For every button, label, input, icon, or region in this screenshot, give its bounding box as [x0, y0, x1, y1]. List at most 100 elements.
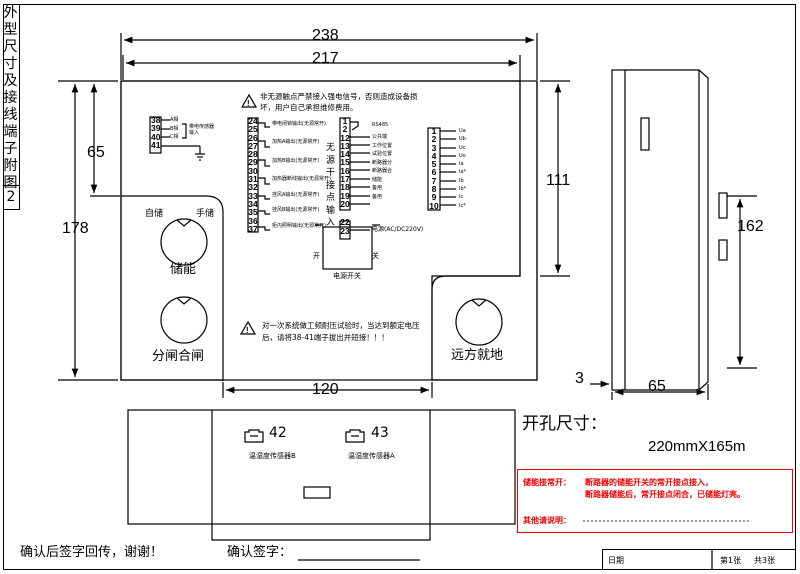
switch-close-label: 关: [372, 252, 379, 260]
warning-bottom-text: 对一次系统做工频耐压试验时，当达到额定电压后，请将38-41端子拔出并短接！！！: [262, 321, 420, 342]
side-title-10: 图: [3, 175, 18, 191]
terminal-label: 公共端: [372, 134, 388, 140]
terminal-label: 加热器断线输出(无源常开): [272, 176, 331, 182]
dim-bottom-width: 120: [312, 381, 339, 398]
terminal-number: 4: [431, 150, 437, 161]
terminal-number: 36: [248, 215, 258, 226]
terminal-label: Ia*: [459, 169, 467, 176]
terminal-number: 27: [248, 140, 258, 151]
terminal-number: 17: [340, 174, 350, 185]
terminal-label: Uo: [459, 152, 466, 159]
drawing-frame: [3, 4, 796, 570]
terminal-number: 28: [248, 149, 258, 160]
terminal-label: Ic: [459, 194, 464, 201]
svg-text:!: !: [246, 326, 249, 335]
terminal-label: 挂风A输出(无源常开): [272, 192, 320, 198]
sensor-b-number: 42: [269, 425, 287, 441]
terminal-label: 加热A输出(无源常开): [272, 139, 320, 145]
note-box: 储能接常开： 断路器的储能开关的常开接点接入， 断路器储能后，常开接点闭合，已储…: [517, 469, 793, 533]
terminal-label: Ub: [459, 136, 466, 143]
col1-label-list: 带电闭锁输出(无源常开) 加热A输出(无源常开) 加热B输出(无源常开) 加热器…: [272, 121, 332, 239]
knob-auto-label: 自储: [145, 209, 164, 219]
power-switch-label: 电源开关: [333, 272, 361, 280]
col3-label-list: Ua Ub Uc Uo Ia Ia* Ib Ib* Ic Ic*: [459, 128, 479, 211]
signature-label: 确认签字：: [227, 545, 293, 560]
terminal-number: 16: [340, 165, 350, 176]
dim-inner-width: 217: [312, 50, 339, 67]
knob-open-close-label: 分闸合闸: [152, 349, 205, 364]
sheet-number: 第1张: [720, 556, 742, 565]
terminal-number: 5: [431, 159, 437, 170]
side-title-5: 接: [3, 90, 18, 106]
terminal-number: 24: [248, 116, 258, 126]
dim-left-upper: 65: [87, 144, 105, 161]
left-terminal: 41: [151, 139, 161, 150]
dim-left-height: 178: [62, 220, 89, 237]
dim-side-thickness: 3: [575, 370, 584, 387]
left-terminal: 40: [151, 131, 161, 142]
terminal-number: 23: [340, 225, 350, 236]
terminal-label: 柜内照明输出(无源常开): [272, 223, 326, 229]
terminal-label: Ic*: [459, 202, 466, 209]
side-title-6: 线: [3, 107, 18, 123]
note-other-label: 其他请说明：: [523, 516, 571, 525]
terminal-label: 断路器分: [372, 159, 393, 166]
left-terminal: 38: [151, 115, 161, 125]
sensor-b-label: 温湿度传感器B: [249, 452, 296, 460]
note-storage-label: 储能接常开：: [523, 478, 571, 487]
side-title-3: 寸: [3, 56, 18, 72]
col2-vertical-label: 无源干接点输入: [326, 143, 336, 228]
terminal-number: 10: [429, 200, 439, 211]
terminal-number: 3: [431, 142, 437, 153]
knob-manual-label: 手储: [196, 209, 215, 219]
side-title-2: 尺: [3, 39, 18, 55]
terminal-number: 9: [431, 192, 437, 203]
phase-label: C相: [170, 134, 179, 140]
terminal-label: 带电闭锁输出(无源常开): [272, 121, 326, 127]
terminal-label: 备用: [372, 185, 383, 191]
terminal-number: 18: [340, 182, 350, 193]
terminal-label: Uc: [459, 144, 466, 151]
sensor-a-number: 43: [371, 425, 389, 441]
side-title-4: 及: [3, 73, 18, 89]
col2-terminal-list: 1 2 12 13 14 15 16 17 18 19 20 22 23: [340, 117, 350, 235]
switch-open-label: 开: [313, 252, 320, 260]
terminal-number: 33: [248, 190, 258, 201]
terminal-label: Ib*: [459, 186, 467, 193]
terminal-number: 34: [248, 198, 258, 209]
terminal-number: 12: [340, 132, 350, 143]
terminal-label: Ib: [459, 177, 464, 184]
side-title-9: 附: [3, 158, 18, 174]
dim-side-width: 65: [648, 378, 666, 395]
terminal-label: 挂风B输出(无源常开): [272, 207, 320, 213]
terminal-label: 备用: [372, 193, 383, 200]
knob-storage-label: 储能: [170, 262, 197, 277]
side-title-8: 子: [3, 141, 18, 157]
left-terminal: 39: [151, 123, 161, 134]
terminal-number: 30: [248, 165, 258, 176]
terminal-label: 加热B输出(无源常开): [272, 158, 320, 164]
terminal-label: RS485: [372, 122, 389, 128]
terminal-number: 35: [248, 207, 258, 218]
terminal-label: 断路器合: [372, 168, 393, 174]
phase-label-list: A相 B相 C相: [170, 117, 179, 143]
dim-right-mid: 111: [546, 172, 571, 189]
terminal-number: 6: [431, 167, 437, 178]
note-line-2: 断路器储能后，常开接点闭合，已储能灯亮。: [585, 490, 745, 499]
side-title-0: 外: [3, 5, 18, 21]
terminal-number: 7: [431, 175, 437, 186]
sensor-a-label: 温湿度传感器A: [348, 452, 395, 460]
terminal-number: 25: [248, 124, 258, 135]
terminal-number: 19: [340, 190, 350, 201]
col1-terminal-list: 24 25 26 27 28 29 30 31 32 33 34 35 36 3…: [248, 116, 258, 234]
col3-terminal-list: 1 2 3 4 5 6 7 8 9 10: [428, 127, 440, 210]
dim-top-width: 238: [312, 27, 339, 44]
terminal-number: 32: [248, 182, 258, 193]
opening-title: 开孔尺寸：: [522, 414, 607, 434]
warning-top-text: 非无源触点严禁接入强电信号，否则造成设备损坏，用户自己承担维修费用。: [260, 92, 418, 112]
terminal-label: 储能: [372, 176, 383, 183]
side-title-1: 型: [3, 22, 18, 38]
power-label: 电源(AC/DC220V): [372, 226, 424, 233]
note-line-1: 断路器的储能开关的常开接点接入，: [585, 478, 713, 487]
